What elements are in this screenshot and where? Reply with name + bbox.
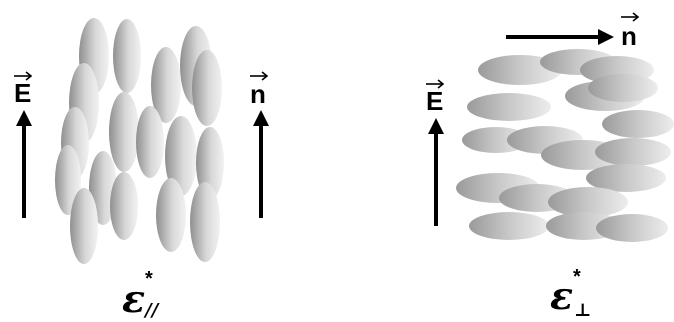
molecule — [588, 74, 658, 102]
molecule — [469, 212, 549, 240]
perpendicular-panel: E n ε * ⊥ — [426, 12, 674, 321]
permittivity-superscript: * — [573, 266, 581, 288]
permittivity-superscript: * — [145, 268, 153, 290]
field-vector-label: E — [426, 86, 443, 116]
director-vector-label: n — [621, 21, 637, 51]
molecule — [70, 188, 98, 264]
molecule — [165, 116, 197, 196]
molecule — [113, 19, 141, 93]
director-vector-overarrow — [621, 12, 640, 22]
field-vector-overarrow — [14, 71, 33, 81]
field-vector-overarrow — [426, 79, 445, 89]
molecule — [151, 47, 181, 123]
molecule — [196, 127, 224, 199]
molecule — [602, 110, 674, 138]
parallel-panel: E n ε * // — [14, 18, 269, 321]
vertical-molecules-group — [55, 18, 224, 264]
permittivity-symbol: ε — [122, 276, 145, 321]
molecule — [467, 93, 551, 121]
molecule — [136, 106, 164, 178]
molecule — [110, 172, 138, 240]
molecule — [595, 138, 671, 166]
director-vector-overarrow — [250, 71, 269, 81]
molecule — [548, 187, 628, 217]
molecule — [55, 145, 81, 215]
molecule — [109, 92, 139, 172]
field-vector-label: E — [14, 78, 31, 108]
director-vector-label: n — [250, 79, 266, 109]
molecule — [190, 182, 220, 262]
permittivity-subscript: // — [143, 300, 161, 321]
permittivity-symbol: ε — [550, 273, 573, 318]
permittivity-subscript: ⊥ — [574, 300, 591, 321]
horizontal-molecules-group — [456, 49, 674, 242]
molecule — [586, 164, 666, 192]
molecule — [192, 50, 222, 126]
molecule — [596, 214, 668, 242]
molecule — [156, 178, 186, 252]
